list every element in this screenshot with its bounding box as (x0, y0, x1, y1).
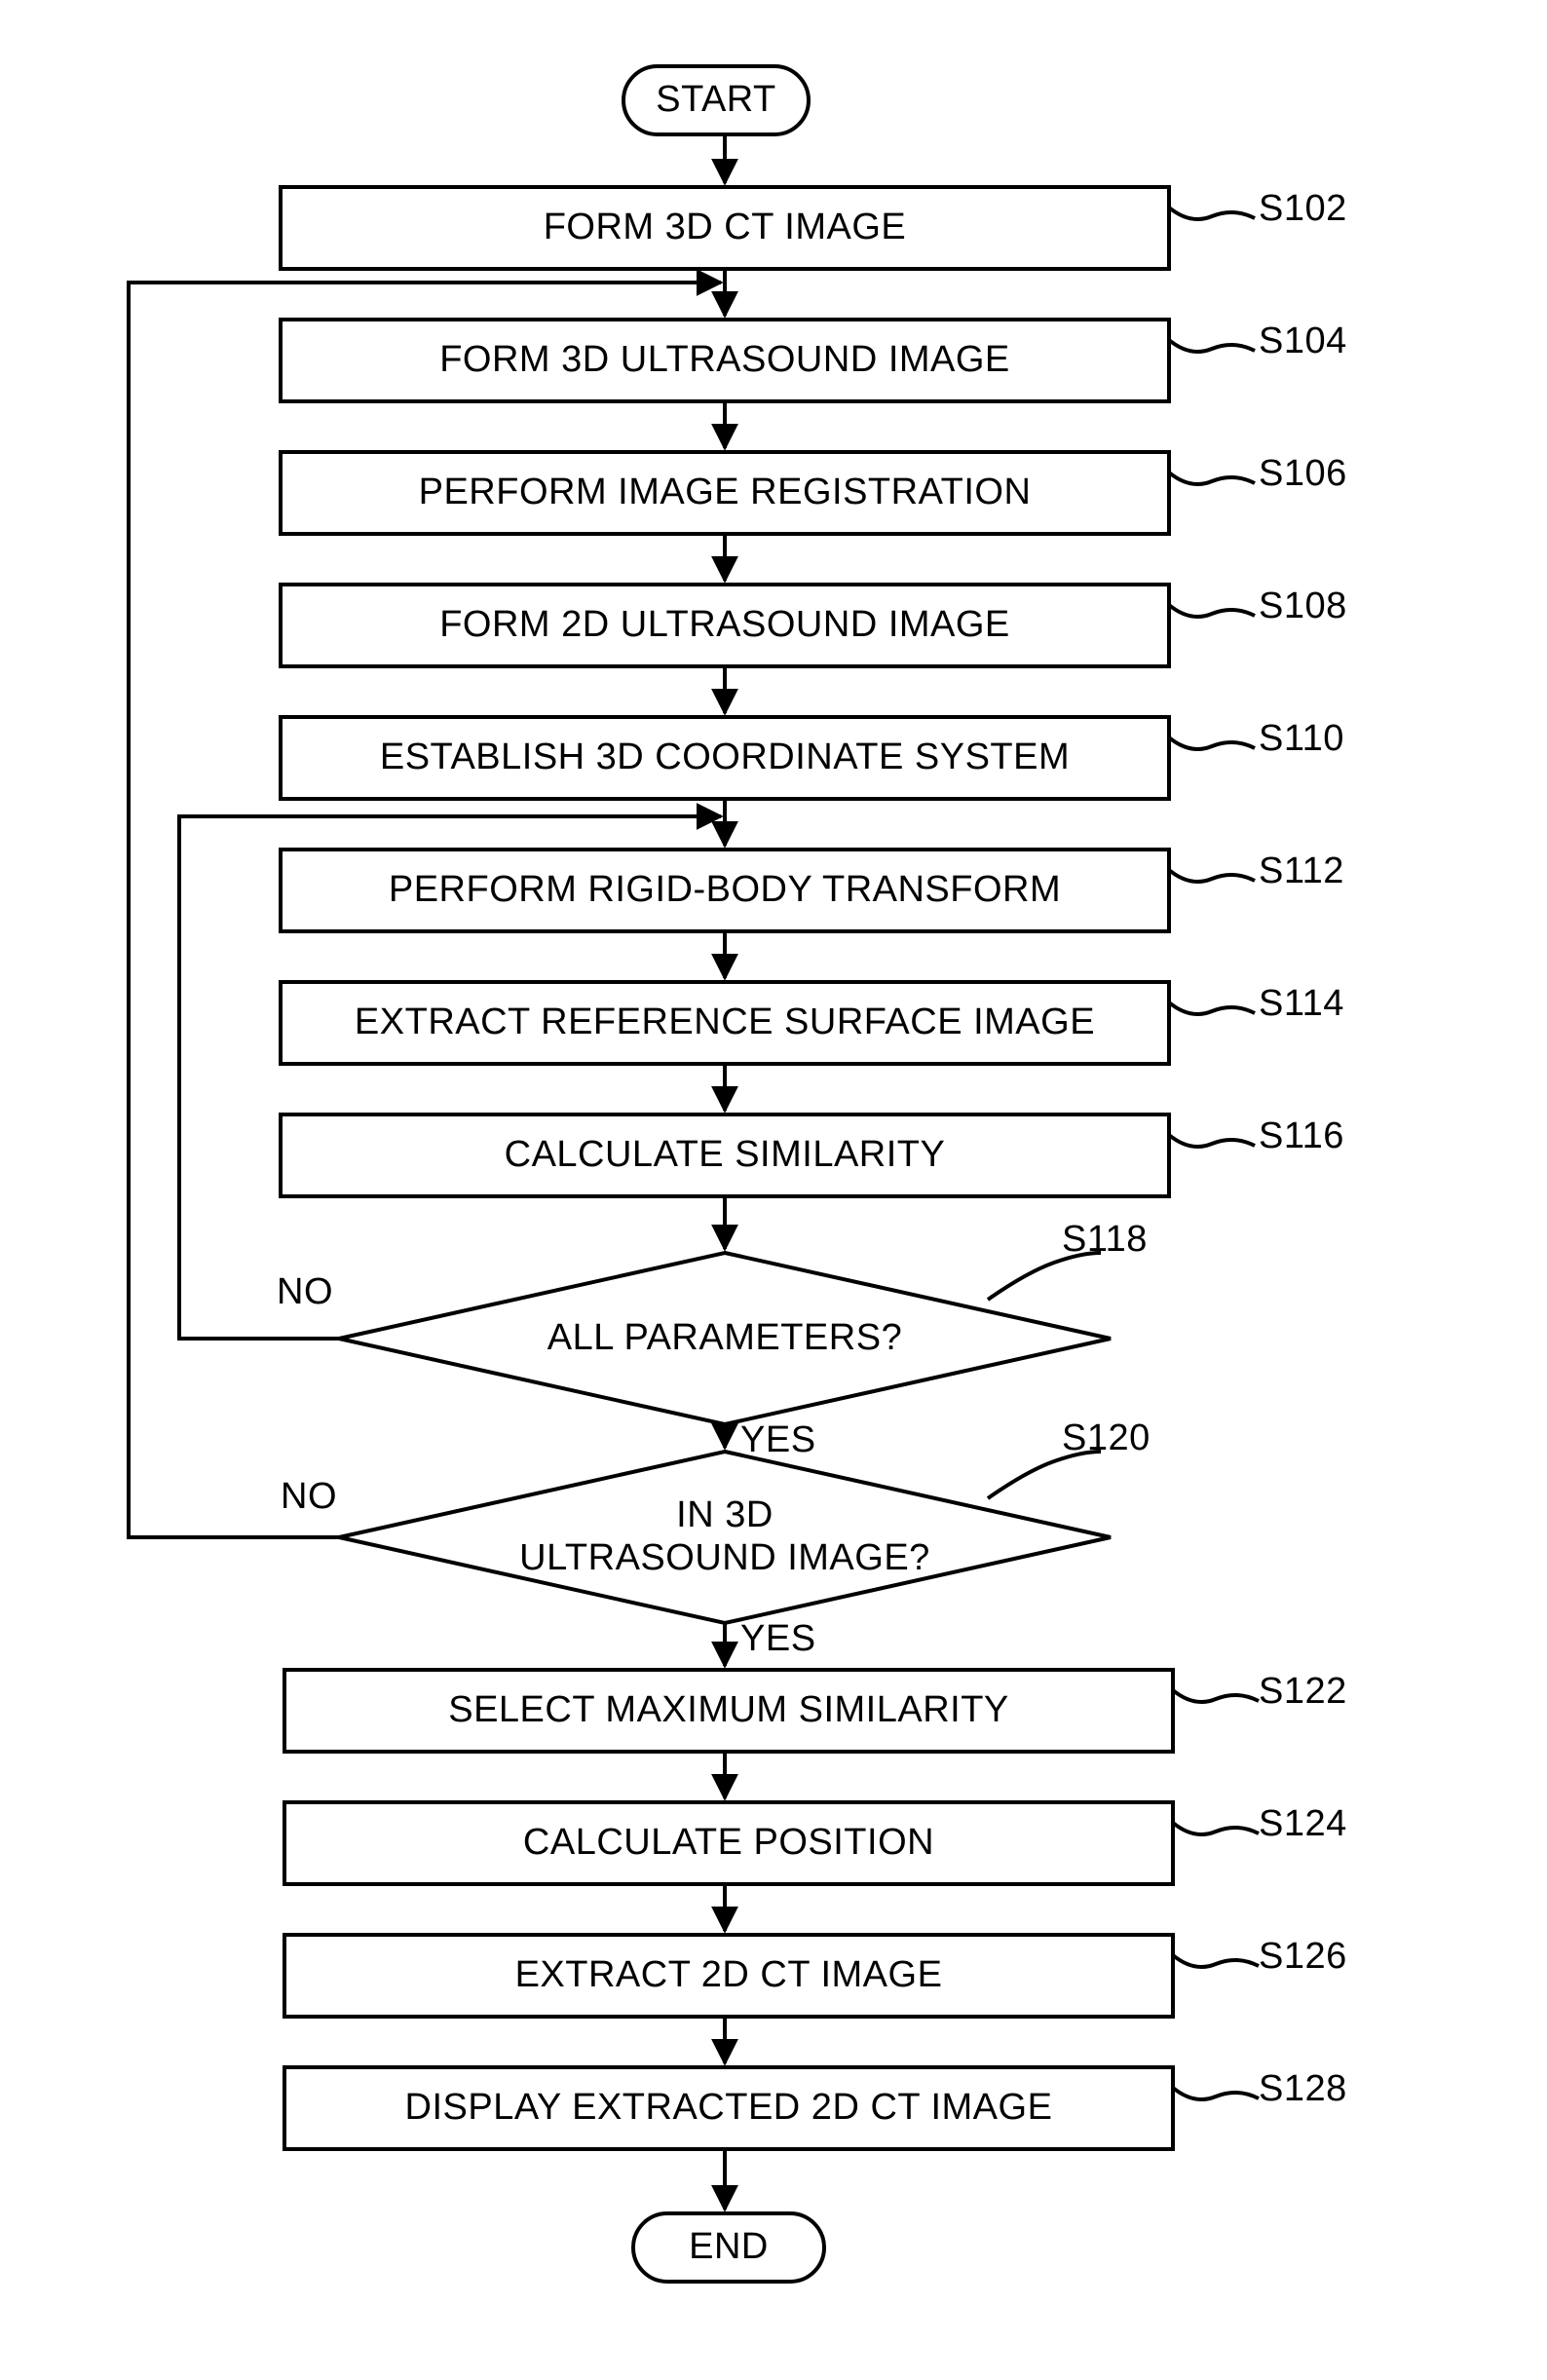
flowchart-figure: START FORM 3D CT IMAGE FORM 3D ULTRASOUN… (127, 64, 1347, 2284)
flowchart-graphics (127, 64, 1260, 2284)
